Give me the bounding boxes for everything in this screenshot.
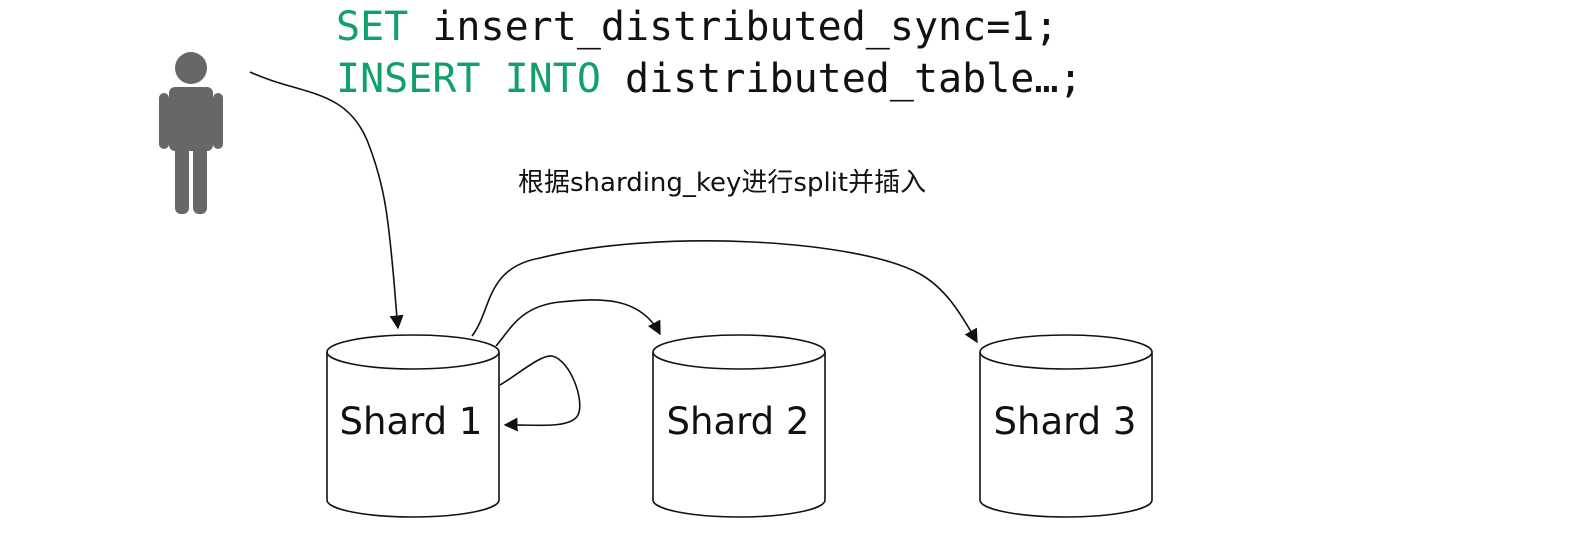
shard-1-label: Shard 1: [340, 400, 483, 443]
shard-2-cylinder: [652, 334, 826, 518]
code-keyword-insert-into: INSERT INTO: [336, 56, 601, 102]
arrow-shard1-to-shard3: [471, 240, 978, 344]
shard-1-cylinder: [326, 334, 500, 518]
code-keyword-set: SET: [336, 4, 409, 50]
arrow-shard1-self-loop: [499, 355, 581, 432]
code-text-2: distributed_table…;: [600, 56, 1083, 102]
arrow-client-to-shard1: [249, 71, 404, 330]
arrow-shard1-to-shard2: [495, 299, 661, 347]
shard-2-label: Shard 2: [667, 400, 810, 443]
shard-3-cylinder: [979, 334, 1153, 518]
shard-3-label: Shard 3: [994, 400, 1137, 443]
code-text-1: insert_distributed_sync=1;: [408, 4, 1059, 50]
person-icon: [159, 52, 223, 214]
code-line-2: INSERT INTO distributed_table…;: [336, 53, 1083, 105]
split-caption: 根据sharding_key进行split并插入: [518, 168, 927, 198]
code-line-1: SET insert_distributed_sync=1;: [336, 1, 1058, 53]
